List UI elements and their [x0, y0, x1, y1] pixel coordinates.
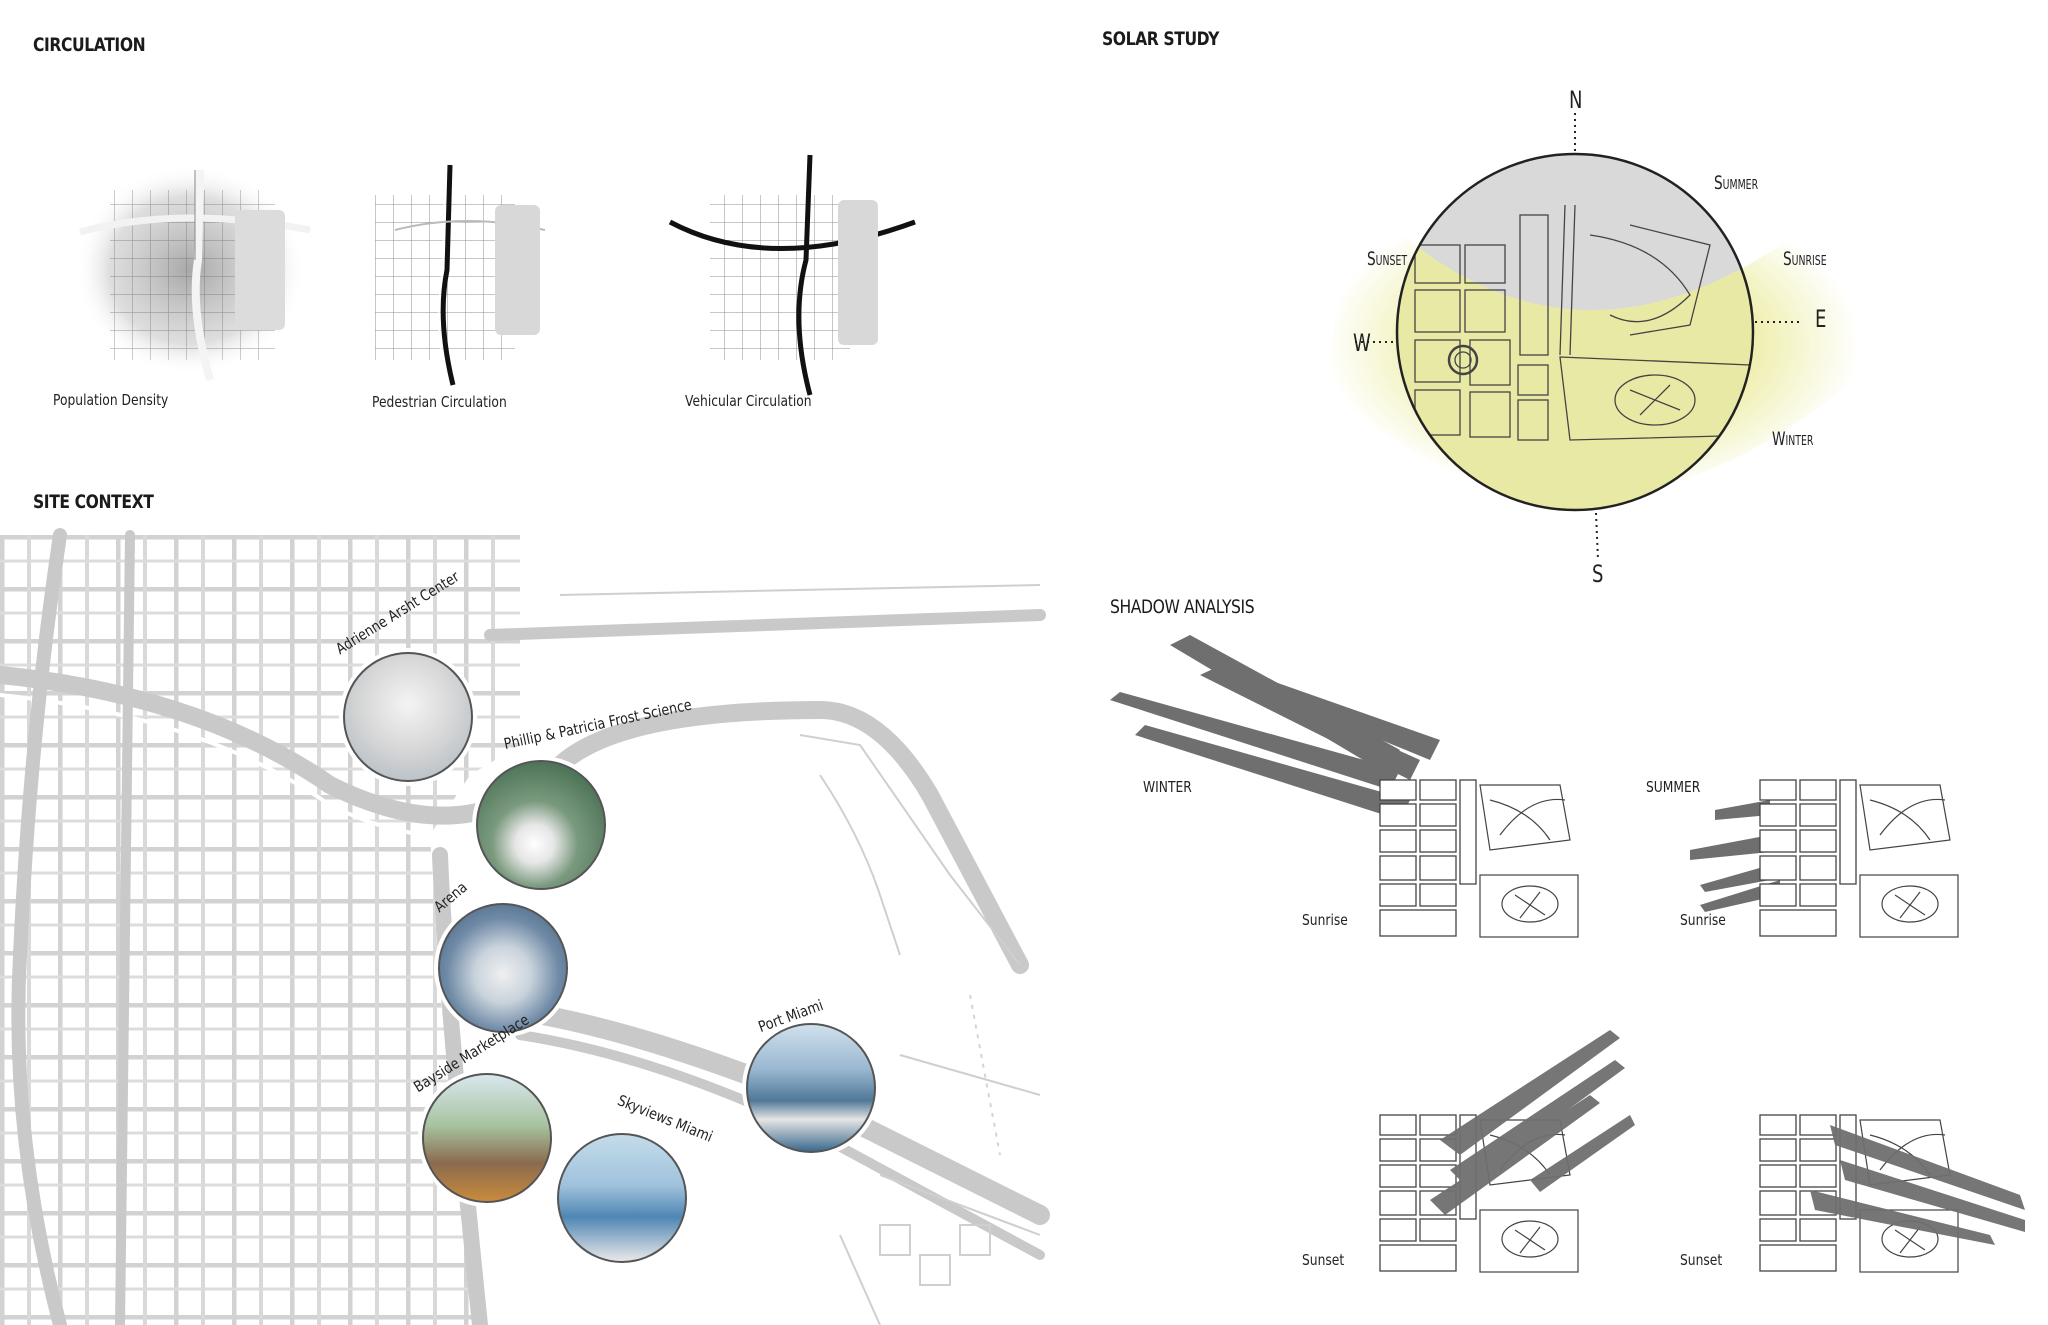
frost-science-photo — [476, 760, 606, 890]
shadow-analysis-heading: SHADOW ANALYSIS — [1110, 596, 1255, 618]
population-density-diagram — [75, 165, 311, 382]
summer-sunset-shadow — [1759, 1114, 2025, 1273]
pedestrian-circulation-diagram — [375, 164, 546, 386]
shadow-winter-sunrise-label: Sunrise — [1302, 911, 1348, 929]
winter-sunrise-shadow — [1110, 635, 1579, 938]
sunrise-label: Sunrise — [1783, 248, 1827, 270]
solar-study-heading: SOLAR STUDY — [1102, 28, 1219, 50]
port-miami-photo — [746, 1023, 876, 1153]
arena-photo — [438, 903, 568, 1033]
pedestrian-circulation-label: Pedestrian Circulation — [372, 393, 507, 411]
shadow-summer-sunrise-label: Sunrise — [1680, 911, 1726, 929]
shadow-summer-sunset-label: Sunset — [1680, 1251, 1723, 1269]
compass-west: W — [1353, 329, 1371, 357]
summer-sunrise-shadow — [1690, 779, 1959, 938]
compass-north: N — [1569, 86, 1583, 114]
compass-south: S — [1592, 560, 1604, 588]
population-density-label: Population Density — [53, 391, 169, 409]
skyviews-miami-photo — [557, 1133, 687, 1263]
winter-label: Winter — [1772, 428, 1814, 450]
summer-label: Summer — [1714, 172, 1759, 194]
circulation-diagrams — [75, 154, 916, 396]
vehicular-circulation-label: Vehicular Circulation — [685, 392, 812, 410]
sunset-label: Sunset — [1367, 248, 1408, 270]
arsht-center-photo — [343, 652, 473, 782]
site-context-heading: SITE CONTEXT — [33, 491, 154, 513]
solar-study-diagram — [1325, 113, 1860, 561]
compass-east: E — [1815, 305, 1827, 333]
shadow-winter-label: WINTER — [1143, 778, 1192, 796]
shadow-winter-sunset-label: Sunset — [1302, 1251, 1345, 1269]
vehicular-circulation-diagram — [668, 154, 916, 396]
winter-sunset-shadow — [1379, 1030, 1635, 1273]
shadow-summer-label: SUMMER — [1646, 778, 1701, 796]
shadow-analysis-diagrams — [1110, 635, 2025, 1273]
circulation-heading: CIRCULATION — [33, 34, 146, 56]
bayside-marketplace-photo — [422, 1073, 552, 1203]
